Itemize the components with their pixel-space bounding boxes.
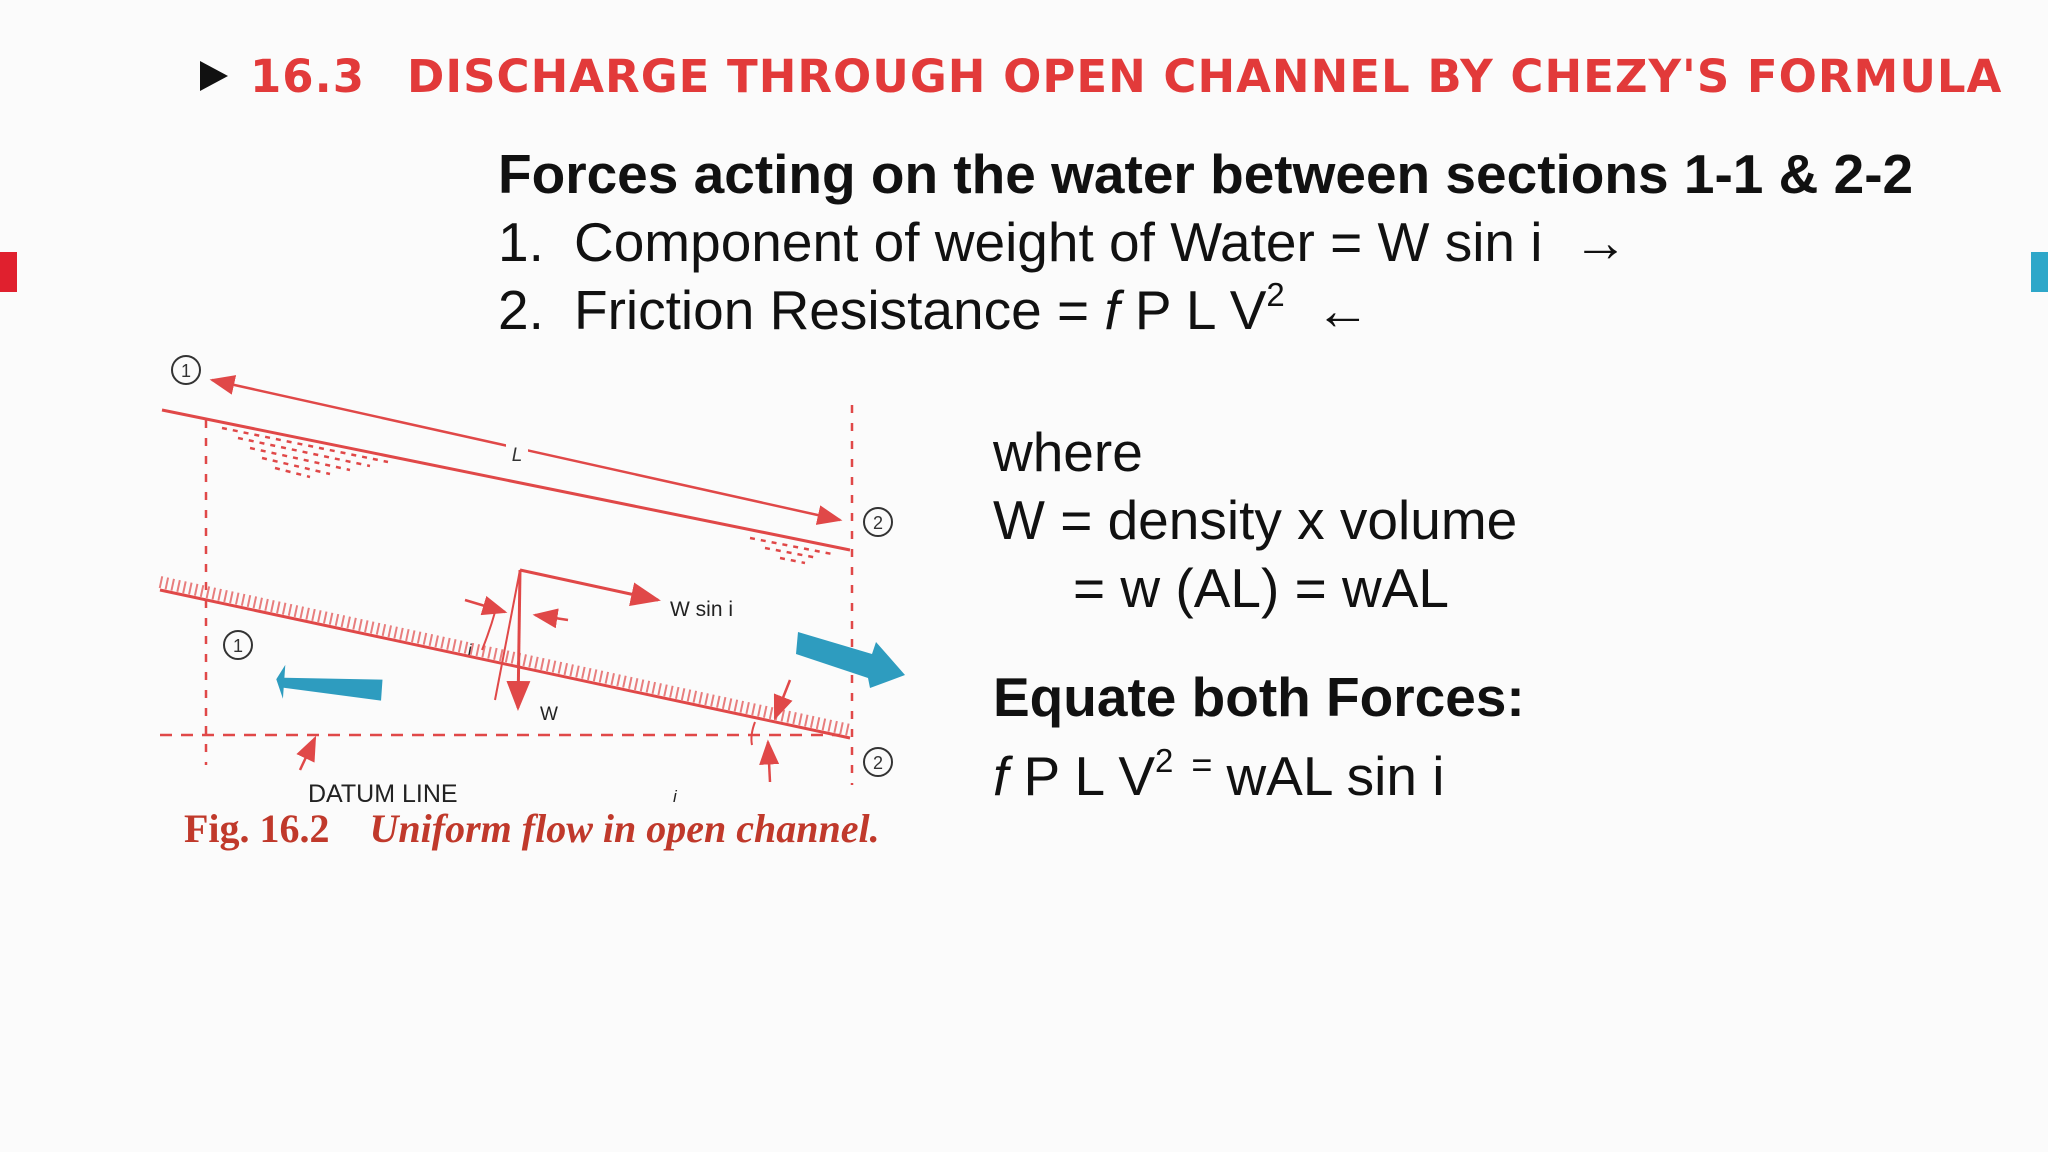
angle-i-label: i bbox=[673, 787, 678, 806]
figure-caption: Fig. 16.2 Uniform flow in open channel. bbox=[184, 805, 880, 852]
where-block: where W = density x volume = w (AL) = wA… bbox=[993, 418, 1525, 810]
section-1-bottom-marker: 1 bbox=[223, 630, 253, 660]
datum-line-label: DATUM LINE bbox=[308, 780, 458, 808]
where-line-1: W = density x volume bbox=[993, 489, 1518, 551]
friction-factor: f bbox=[993, 745, 1009, 807]
water-surface bbox=[161, 408, 851, 565]
equation-lhs: P L V bbox=[1008, 745, 1156, 807]
play-icon bbox=[200, 61, 228, 91]
w-sin-i-label: W sin i bbox=[670, 598, 733, 621]
forces-block: Forces acting on the water between secti… bbox=[498, 140, 1913, 344]
weight-force-arrows: W sin i W i bbox=[464, 568, 733, 725]
length-label: L bbox=[512, 445, 523, 466]
item-text: Friction Resistance = bbox=[574, 279, 1105, 341]
section-title: DISCHARGE THROUGH OPEN CHANNEL BY CHEZY'… bbox=[407, 49, 2003, 103]
channel-bed bbox=[158, 576, 852, 740]
friction-factor: f bbox=[1104, 279, 1120, 341]
force-item-weight: 1. Component of weight of Water = W sin i… bbox=[498, 208, 1913, 276]
equation: f P L V2 = wAL sin i bbox=[993, 731, 1525, 810]
section-label: 2 bbox=[873, 753, 883, 773]
item-text: Component of weight of Water = W sin i bbox=[574, 211, 1543, 273]
right-edge-marker bbox=[2031, 252, 2048, 292]
item-number: 1. bbox=[498, 211, 544, 273]
right-arrow-icon: → bbox=[1573, 211, 1629, 273]
uniform-flow-diagram: 1 2 1 2 L bbox=[158, 355, 905, 808]
exponent: 2 bbox=[1266, 275, 1285, 313]
where-line-2: = w (AL) = wAL bbox=[1073, 557, 1449, 619]
section-label: 1 bbox=[181, 361, 191, 381]
section-heading: 16.3 DISCHARGE THROUGH OPEN CHANNEL BY C… bbox=[200, 46, 2002, 106]
item-number: 2. bbox=[498, 279, 544, 341]
where-label: where bbox=[993, 421, 1143, 483]
forces-heading: Forces acting on the water between secti… bbox=[498, 143, 1914, 205]
w-label: W bbox=[540, 704, 558, 725]
right-blue-arrow-icon bbox=[796, 632, 905, 688]
section-2-top-marker: 2 bbox=[863, 507, 893, 537]
bottom-angle-marks: i bbox=[296, 679, 793, 806]
equation-rhs: wAL sin i bbox=[1226, 745, 1445, 807]
section-1-top-marker: 1 bbox=[171, 355, 201, 385]
section-label: 2 bbox=[873, 513, 883, 533]
angle-i-label: i bbox=[468, 642, 472, 659]
exponent: 2 bbox=[1155, 741, 1174, 779]
length-arrow: L bbox=[209, 375, 843, 525]
left-arrow-icon: ← bbox=[1315, 279, 1371, 341]
left-blue-arrow-icon bbox=[276, 664, 383, 701]
figure-number: Fig. 16.2 bbox=[184, 806, 330, 851]
left-edge-marker bbox=[0, 252, 17, 292]
equals-sign: = bbox=[1191, 744, 1213, 785]
section-number: 16.3 bbox=[250, 49, 366, 103]
item-text-terms: P L V bbox=[1119, 279, 1267, 341]
section-2-bottom-marker: 2 bbox=[863, 747, 893, 777]
equate-heading: Equate both Forces: bbox=[993, 666, 1525, 728]
figure-title: Uniform flow in open channel. bbox=[369, 806, 880, 851]
force-item-friction: 2. Friction Resistance = f P L V2 ← bbox=[498, 276, 1913, 344]
section-label: 1 bbox=[233, 636, 243, 656]
